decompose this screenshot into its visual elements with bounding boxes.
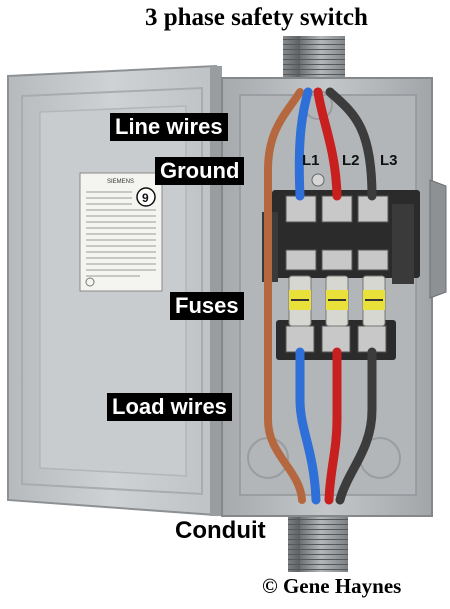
door-label-brand: SIEMENS	[107, 179, 134, 185]
l1-wire-load	[295, 347, 321, 505]
l1-wire-line	[294, 87, 313, 201]
fuse-l1	[288, 275, 312, 327]
fuses-label: Fuses	[170, 292, 244, 320]
fuse-l3	[362, 275, 386, 327]
fuse-l2	[325, 275, 349, 327]
door-label-badge: 9	[142, 191, 149, 205]
l3-wire-line	[325, 87, 377, 201]
ground-wire	[264, 88, 306, 504]
l2-wire-line	[313, 87, 342, 201]
copyright-text: © Gene Haynes	[262, 574, 402, 598]
door-label-sticker: SIEMENS 9	[79, 172, 163, 292]
l2-wire-load	[324, 347, 342, 505]
conduit-label: Conduit	[175, 517, 266, 544]
line-wires-label: Line wires	[110, 113, 228, 141]
phase-label-l1: L1	[302, 152, 320, 169]
enclosure-box	[221, 77, 447, 517]
page-title: 3 phase safety switch	[145, 4, 368, 31]
load-wires-label: Load wires	[107, 393, 232, 421]
fuse-block	[262, 190, 420, 360]
phase-label-l3: L3	[380, 152, 398, 169]
phase-label-l2: L2	[342, 152, 360, 169]
l3-wire-load	[335, 347, 377, 505]
ground-label: Ground	[155, 157, 245, 185]
